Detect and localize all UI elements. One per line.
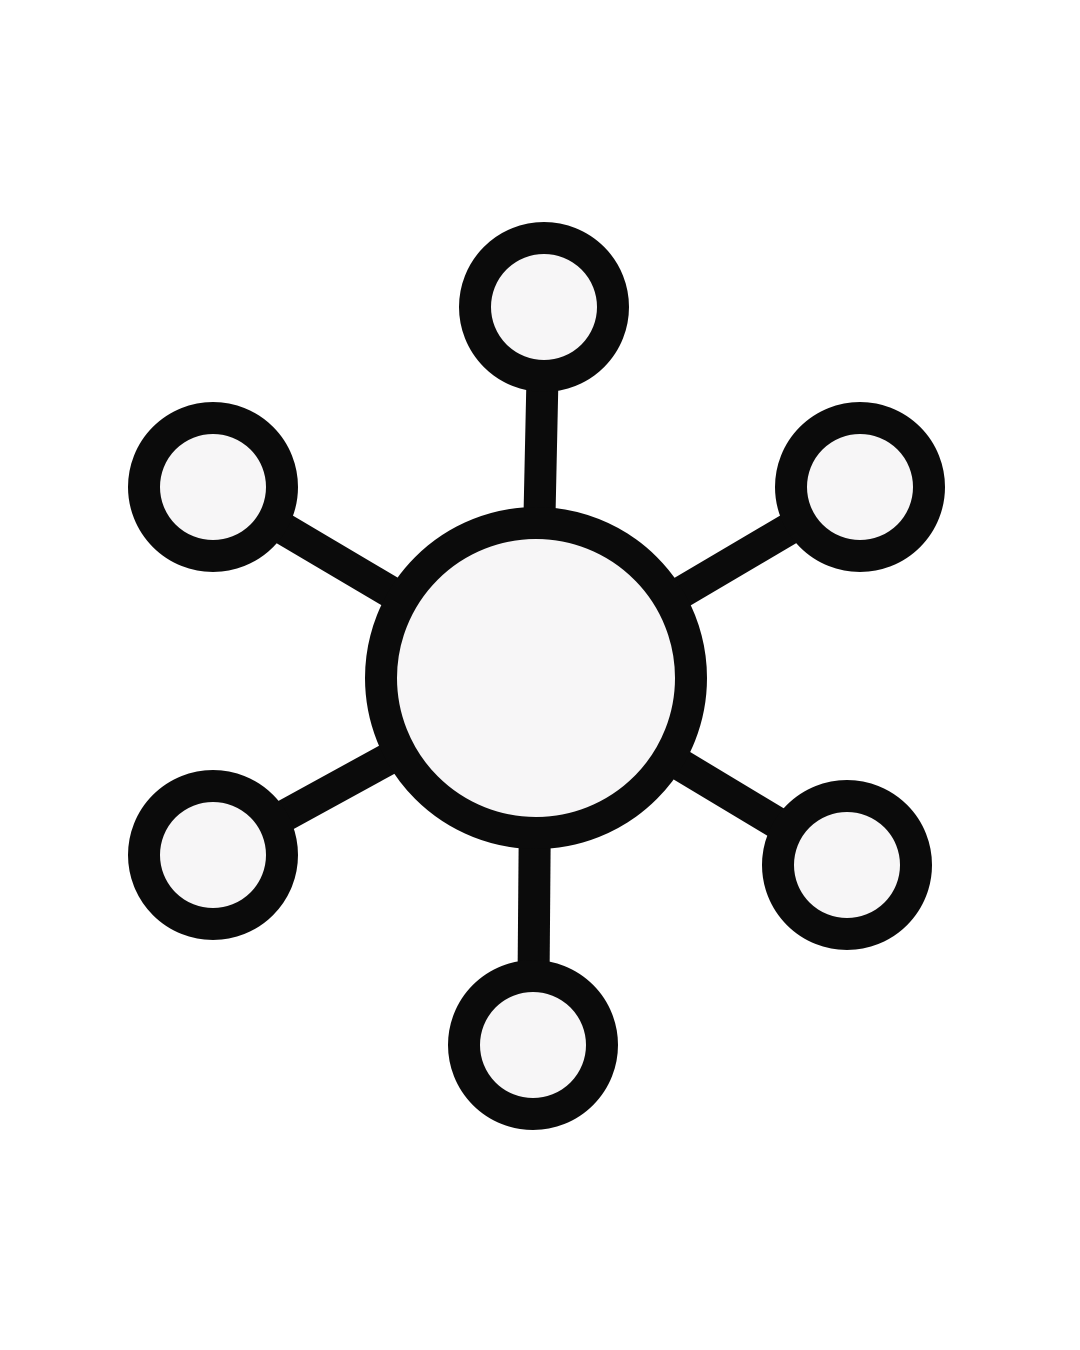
node-bottom	[448, 960, 618, 1130]
node-lower-left	[128, 770, 298, 940]
node-upper-left	[128, 402, 298, 572]
node-upper-right	[775, 402, 945, 572]
spoke-bottom	[517, 840, 551, 969]
spoke-lower-left	[272, 742, 401, 833]
spoke-upper-left	[271, 512, 404, 609]
spoke-lower-right	[667, 748, 790, 840]
nodes	[128, 222, 945, 1130]
node-top	[459, 222, 629, 392]
hub-node	[365, 507, 707, 849]
spoke-upper-right	[668, 512, 802, 610]
spokes	[271, 383, 802, 969]
node-lower-right	[762, 780, 932, 950]
spoke-top	[523, 383, 559, 516]
